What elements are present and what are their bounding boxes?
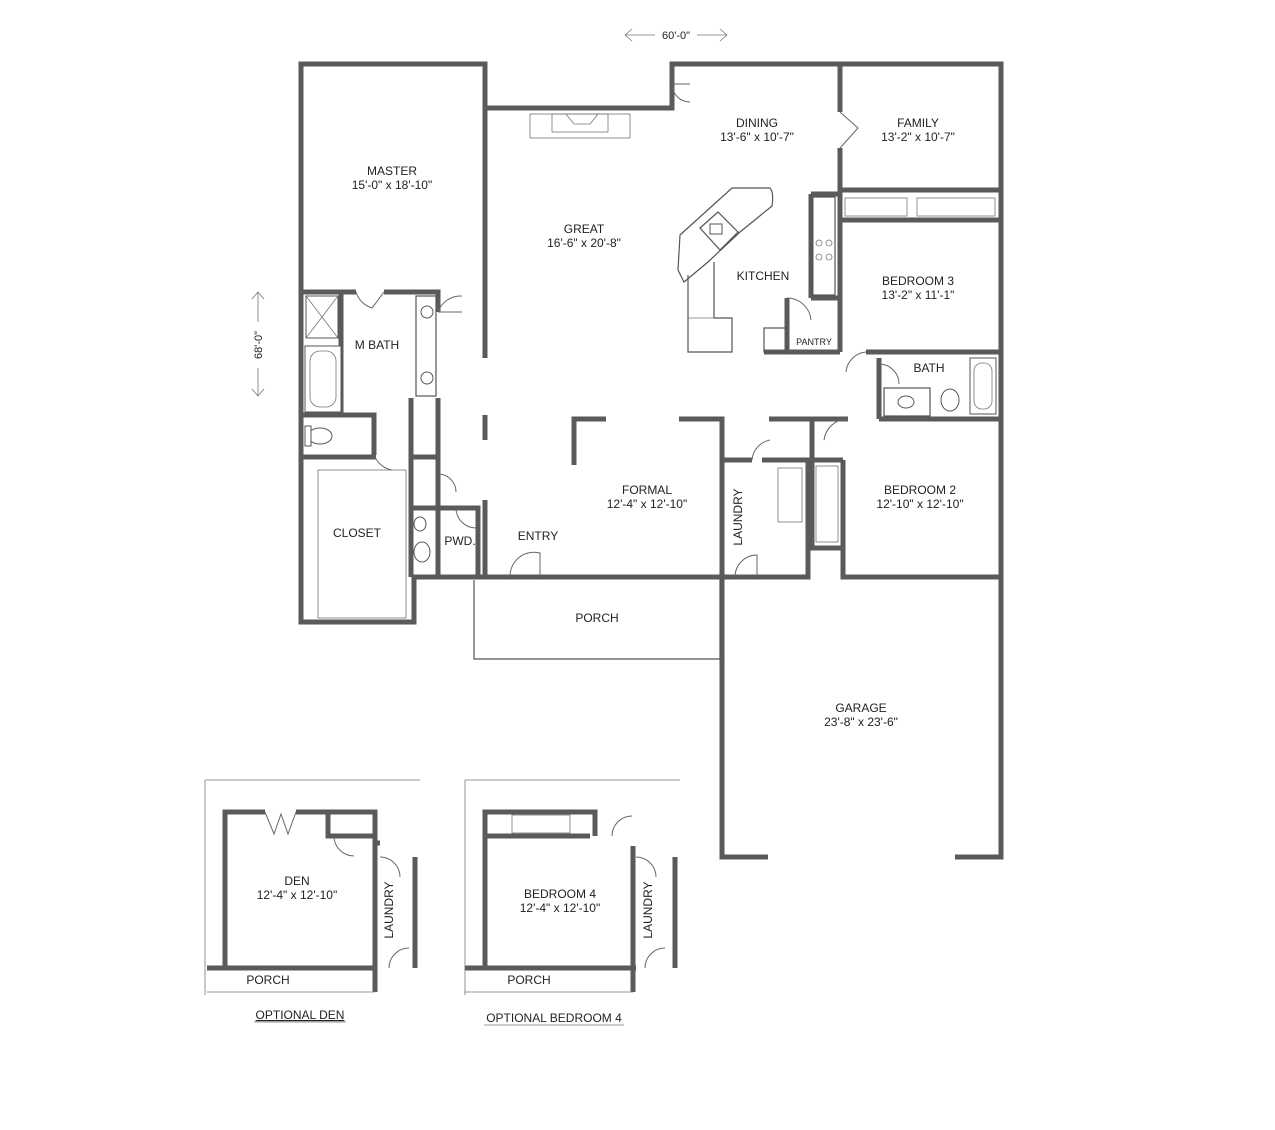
bedroom2-size: 12'-10" x 12'-10" — [876, 497, 963, 511]
bedroom3-size: 13'-2" x 11'-1" — [882, 288, 955, 302]
width-dimension: 60'-0" — [624, 28, 728, 42]
dining-size: 13'-6" x 10'-7" — [720, 130, 794, 144]
bedroom4-size: 12'-4" x 12'-10" — [520, 901, 600, 915]
entry-label: ENTRY — [518, 529, 558, 543]
bedroom4-label: BEDROOM 4 — [524, 887, 596, 901]
master-size: 15'-0" x 18'-10" — [352, 178, 432, 192]
garage-size: 23'-8" x 23'-6" — [824, 715, 898, 729]
door-swings — [355, 83, 900, 578]
mbath-label: M BATH — [355, 338, 399, 352]
optional-bedroom4-caption: OPTIONAL BEDROOM 4 — [486, 1011, 622, 1025]
bath-label: BATH — [913, 361, 944, 375]
den-laundry-label: LAUNDRY — [382, 881, 396, 938]
formal-size: 12'-4" x 12'-10" — [607, 497, 687, 511]
garage-label: GARAGE — [835, 701, 886, 715]
depth-dimension: 68'-0" — [251, 291, 265, 397]
exterior-walls — [298, 61, 1004, 860]
closet-label: CLOSET — [333, 526, 382, 540]
bedroom4-porch-label: PORCH — [507, 973, 550, 987]
pwd-label: PWD. — [444, 534, 475, 548]
den-size: 12'-4" x 12'-10" — [257, 888, 337, 902]
kitchen-label: KITCHEN — [737, 269, 790, 283]
optional-den-plan: DEN 12'-4" x 12'-10" LAUNDRY PORCH OPTIO… — [204, 779, 420, 1023]
bedroom2-label: BEDROOM 2 — [884, 483, 956, 497]
optional-bedroom4-plan: BEDROOM 4 12'-4" x 12'-10" LAUNDRY PORCH… — [464, 779, 680, 1026]
fireplace — [529, 113, 631, 139]
laundry-label: LAUNDRY — [731, 488, 745, 545]
width-dimension-label: 60'-0" — [662, 30, 690, 42]
family-size: 13'-2" x 10'-7" — [881, 130, 955, 144]
master-label: MASTER — [367, 164, 417, 178]
room-labels: MASTER 15'-0" x 18'-10" GREAT 16'-6" x 2… — [333, 116, 964, 729]
great-size: 16'-6" x 20'-8" — [547, 236, 621, 250]
family-label: FAMILY — [897, 116, 939, 130]
great-label: GREAT — [564, 222, 605, 236]
bath-fixtures — [304, 295, 997, 563]
kitchen-island — [677, 187, 836, 353]
bedroom4-laundry-label: LAUNDRY — [641, 881, 655, 938]
den-porch-label: PORCH — [246, 973, 289, 987]
interior-walls — [301, 64, 1001, 577]
porch-outline — [473, 580, 721, 660]
bedroom3-label: BEDROOM 3 — [882, 274, 954, 288]
closet-shelving — [317, 197, 996, 619]
pantry-label: PANTRY — [796, 337, 832, 347]
optional-den-caption: OPTIONAL DEN — [256, 1008, 345, 1022]
depth-dimension-label: 68'-0" — [253, 331, 265, 359]
dining-label: DINING — [736, 116, 778, 130]
den-label: DEN — [284, 874, 309, 888]
porch-label: PORCH — [575, 611, 618, 625]
formal-label: FORMAL — [622, 483, 672, 497]
